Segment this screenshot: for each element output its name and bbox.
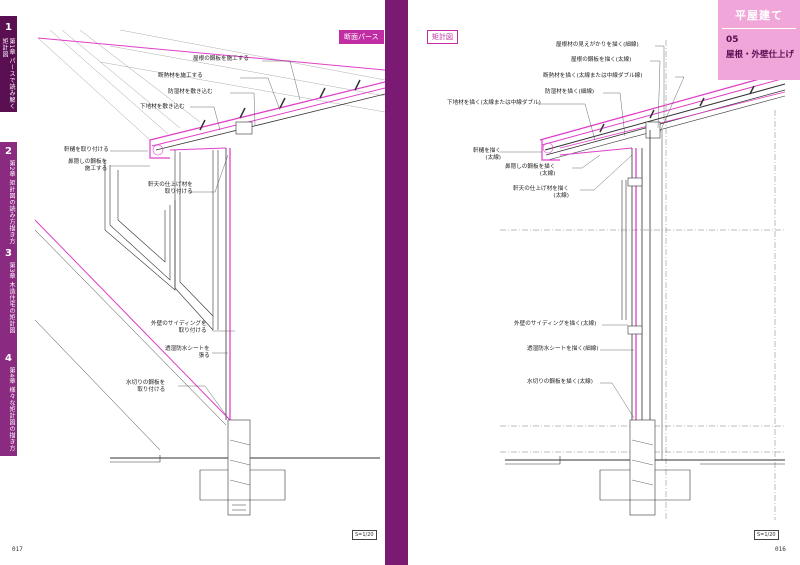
right-label-soffit: 軒天の仕上げ材を描く (太線): [513, 186, 569, 199]
chapter-title: 平屋建て: [735, 9, 783, 22]
chapter-tab-label: 第4章 様々な矩計図の描き方: [8, 367, 15, 452]
left-label-flashing: 水切りの鋼板を 取り付ける: [126, 380, 166, 393]
right-label-base-material: 下地材を描く(太線または中線ダブル): [447, 100, 541, 106]
right-label-vapor-barrier: 防湿材を描く(細線): [545, 89, 595, 95]
section-detail-tag: 矩計図: [427, 30, 458, 44]
left-label-siding: 外壁のサイディングを 取り付ける: [151, 321, 207, 334]
right-label-eaves-gutter: 軒樋を描く (太線): [473, 148, 501, 161]
left-label-base-material: 下地材を敷き込む: [140, 104, 185, 110]
right-label-fascia: 鼻隠しの鋼板を描く (太線): [505, 164, 556, 177]
right-page: [408, 0, 800, 565]
right-page-number: 016: [775, 546, 786, 553]
chapter-divider: [722, 28, 796, 29]
right-label-insulation: 断熱材を描く(太線または中線ダブル線): [543, 73, 643, 79]
left-label-breathable-sheet: 透湿防水シートを 張る: [165, 346, 210, 359]
chapter-tab-label: 第3章 木造住宅の矩計図: [8, 262, 15, 334]
section-detail-drawing: [500, 40, 786, 520]
chapter-subtitle: 屋根・外壁仕上げ: [726, 50, 795, 60]
left-label-insulation: 断熱材を施工する: [158, 73, 203, 79]
chapter-tab-1[interactable]: 1 第1章 パースで読み解く矩計図: [0, 16, 17, 113]
perspective-section-drawing: [34, 29, 386, 516]
right-label-flashing: 水切りの鋼板を描く(太線): [527, 379, 593, 385]
right-label-siding: 外壁のサイディングを描く(太線): [514, 321, 597, 327]
chapter-tabs: 1 第1章 パースで読み解く矩計図 2 第2章 矩計図の読み方描き方 3 第3章…: [0, 16, 17, 457]
chapter-number: 05: [726, 35, 739, 45]
left-label-soffit: 軒天の仕上げ材を 取り付ける: [148, 182, 193, 195]
gutter: [385, 0, 408, 565]
left-label-fascia: 鼻隠しの鋼板を 施工する: [68, 159, 108, 172]
right-label-roof-steel: 屋根の鋼板を描く(太線): [571, 57, 632, 63]
chapter-block: 平屋建て 05 屋根・外壁仕上げ: [718, 0, 800, 80]
left-scale-label: S=1/20: [352, 530, 377, 540]
right-label-roof-visible: 屋根材の見えがかりを描く(細線): [556, 42, 639, 48]
chapter-tab-label: 第2章 矩計図の読み方描き方: [8, 160, 15, 245]
left-label-roof-steel: 屋根の鋼板を施工する: [193, 56, 249, 62]
left-label-eaves-gutter: 軒樋を取り付ける: [64, 147, 109, 153]
chapter-tab-number: 2: [5, 146, 12, 157]
chapter-tab-4[interactable]: 4 第4章 様々な矩計図の描き方: [0, 349, 17, 457]
left-label-vapor-barrier: 防湿材を敷き込む: [168, 89, 213, 95]
chapter-tab-number: 4: [5, 353, 12, 364]
chapter-tab-label: 第1章 パースで読み解く矩計図: [1, 38, 15, 110]
right-label-breathable-sheet: 透湿防水シートを描く(細線): [527, 346, 599, 352]
chapter-tab-number: 1: [5, 22, 12, 33]
left-page-number: 017: [12, 546, 23, 553]
chapter-tab-number: 3: [5, 248, 12, 259]
section-perspective-tag: 断面パース: [339, 30, 384, 44]
left-page: [0, 0, 385, 565]
right-scale-label: S=1/20: [754, 530, 779, 540]
